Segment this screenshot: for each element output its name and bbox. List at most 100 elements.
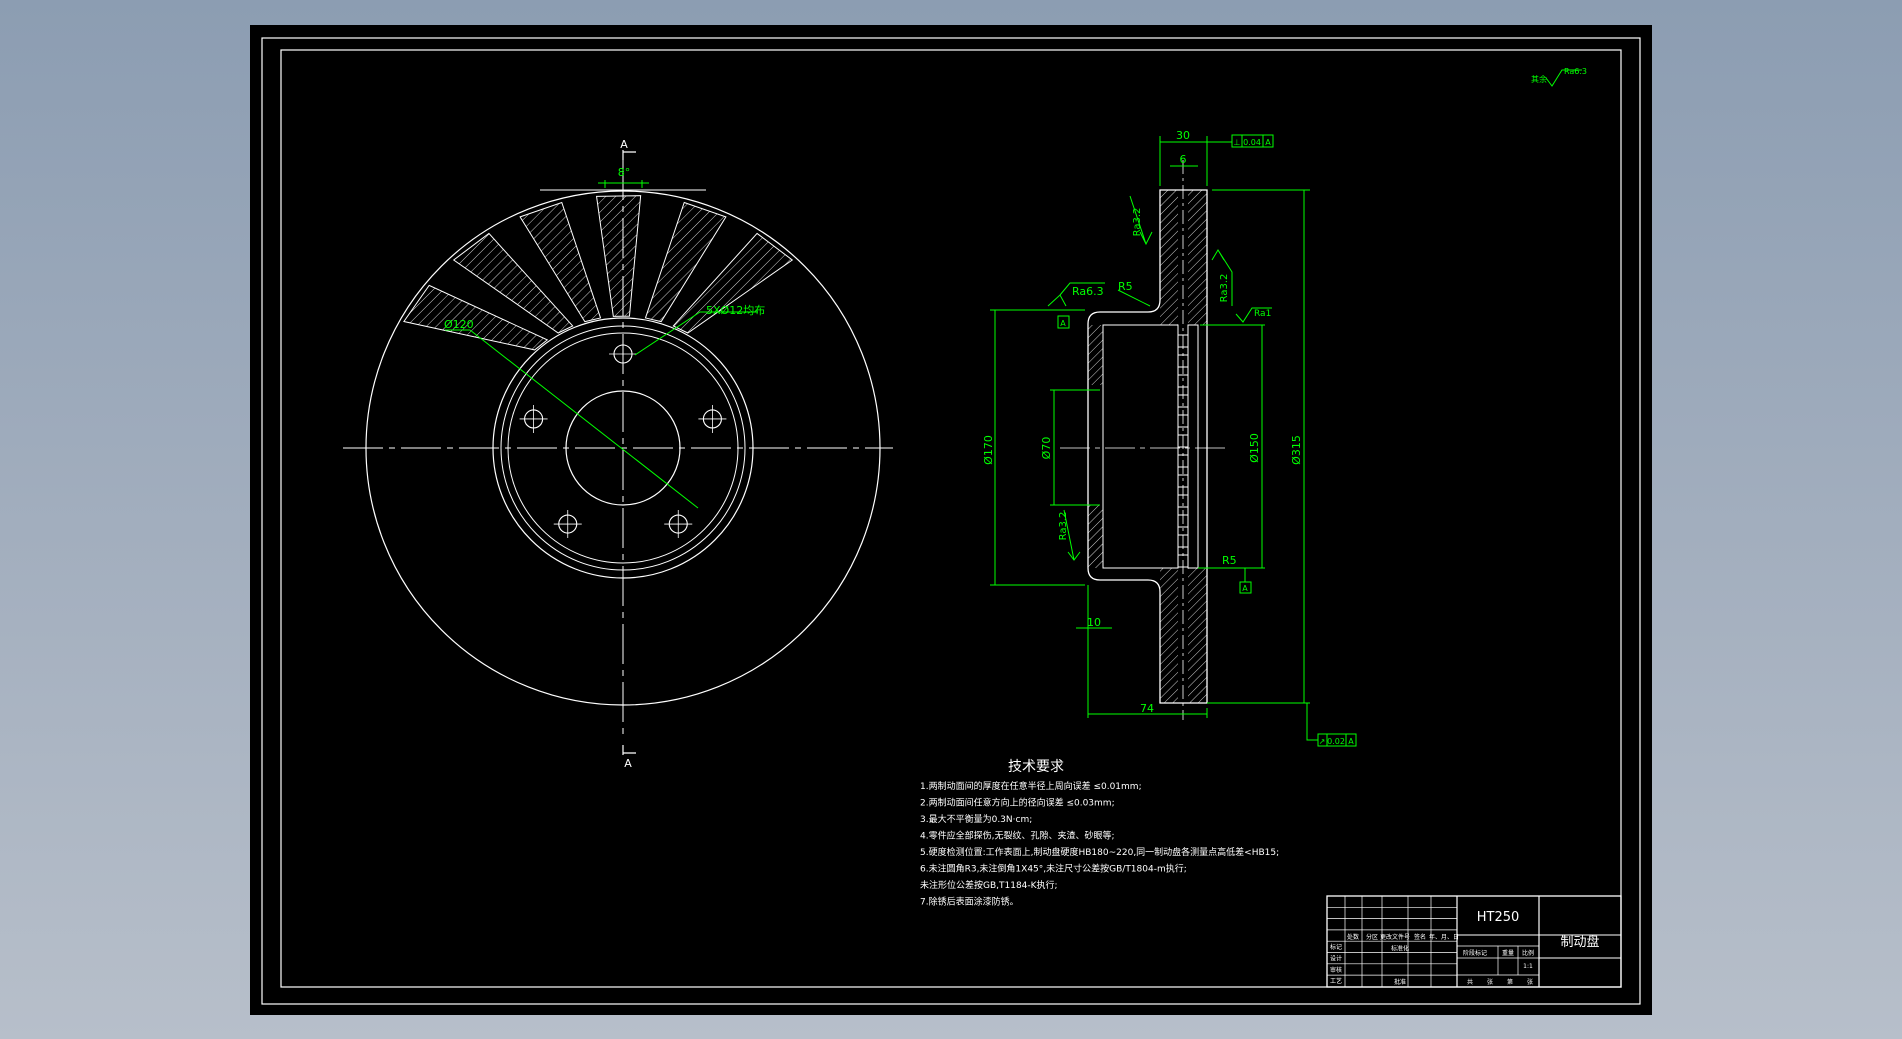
vent-slot [1177,534,1189,548]
svg-text:Ra3.2: Ra3.2 [1219,274,1230,303]
tol-top-symbol: ⊥ [1234,138,1241,147]
tol-top-datum: A [1265,138,1271,147]
r5-bottom: R5 [1222,554,1237,567]
vent-slot [1177,494,1189,508]
tol-top-value: 0.04 [1243,138,1261,147]
tech-item: 未注形位公差按GB,T1184-K执行; [920,879,1058,891]
title-block-col-label: 签名 [1414,933,1426,941]
section-hatch-4 [1088,325,1103,385]
title-block-row-label: 工艺 [1330,977,1342,985]
title-block-sheet-label: 共 [1467,978,1473,986]
material-label: HT250 [1477,910,1520,925]
front-rib-2 [519,201,602,323]
title-block-col-label: 更改文件号 [1380,933,1410,941]
r5-top-leader [1117,289,1151,307]
vent-slot [1177,374,1189,388]
tech-requirements: 技术要求 1.两制动面间的厚度在任意半径上周向误差 ≤0.01mm; 2.两制动面… [920,759,1279,908]
tol-bottom-value: 0.02 [1327,737,1345,746]
title-block-standard: 标准化 [1391,945,1409,953]
title-block-sheet-label: 张 [1487,978,1493,986]
roughness-hat: Ra1 [1235,307,1272,323]
angle-dimension [598,180,649,188]
svg-text:Ra3.2: Ra3.2 [1058,512,1069,541]
dim-6: 6 [1180,153,1187,166]
svg-text:Ra3.2: Ra3.2 [1132,208,1143,237]
title-block-col-label: 年、月、日 [1429,933,1459,941]
svg-text:A: A [1242,584,1248,593]
vent-slot [1177,474,1189,488]
vent-slot [1177,394,1189,408]
vent-slots [1177,334,1189,568]
front-rib-5 [672,232,794,334]
section-hatch-5 [1088,505,1103,568]
front-view: A A 8° Ø120 5XØ12均布 [343,138,893,770]
part-name: 制动盘 [1560,934,1599,950]
drawing-sheet [250,25,1652,1015]
svg-text:Ra6.3: Ra6.3 [1072,285,1104,298]
dia-315: Ø315 [1290,435,1303,465]
roughness-inner-face: Ra3.2 [1211,249,1233,306]
title-block-stage-label: 重量 [1502,949,1514,957]
angle-label: 8° [618,166,631,179]
title-block: HT250 制动盘 处数分区更改文件号签名年、月、日标记设计审核工艺标准化批准阶… [1326,895,1622,988]
section-view: 30 6 ⊥ 0.04 A Ø315 Ø150 Ø170 Ø70 74 10 [982,129,1357,747]
tech-item: 5.硬度检测位置:工作表面上,制动盘硬度HB180~220,同一制动盘各测量点高… [920,846,1279,858]
r5-top: R5 [1118,280,1133,293]
section-label-bottom: A [624,757,632,770]
outer-border [261,37,1641,1005]
title-block-approve: 批准 [1394,978,1406,986]
section-hatch-3 [1188,568,1207,703]
bolt-circle-label: Ø120 [444,318,474,331]
front-rib-0 [403,284,549,351]
title-block-sheet-label: 第 [1507,978,1513,986]
dim-10: 10 [1087,616,1101,629]
dim-70-line [1050,389,1100,506]
title-block-row-label: 标记 [1330,943,1342,951]
dim-74-line [1087,585,1208,718]
tol-frame-top: ⊥ 0.04 A [1207,134,1274,148]
datum-top: A [1057,315,1070,329]
vent-slot [1177,434,1189,448]
section-hatch [1088,190,1207,703]
title-block-sheet-label: 张 [1527,978,1533,986]
section-hatch-2 [1160,568,1178,703]
title-block-row-label: 审核 [1330,966,1342,974]
section-hatch-1 [1188,190,1207,325]
title-block-scale: 1:1 [1523,963,1533,970]
corner-roughness-value: Ra6.3 [1564,67,1587,76]
corner-roughness-prefix: 其余 [1531,74,1547,84]
disc-outline [1087,189,1208,704]
dim-74: 74 [1140,702,1154,715]
front-rib-3 [595,195,642,317]
holes-label: 5XØ12均布 [706,304,765,317]
tech-title: 技术要求 [1008,759,1064,775]
section-mark-bottom [622,745,636,755]
inner-border [280,49,1622,988]
dia-150: Ø150 [1248,433,1261,463]
tech-item: 7.除锈后表面涂漆防锈。 [920,896,1019,908]
title-block-col-label: 处数 [1347,933,1359,941]
roughness-hub: Ra3.2 [1058,509,1081,561]
front-view-hatch [403,189,794,351]
dia-70: Ø70 [1040,437,1053,460]
tech-item: 1.两制动面间的厚度在任意半径上周向误差 ≤0.01mm; [920,780,1142,792]
tech-item: 3.最大不平衡量为0.3N·cm; [920,813,1032,825]
tol-frame-bottom: ↗ 0.02 A [1207,702,1357,747]
vent-slot [1177,514,1189,528]
roughness-outer-top: Ra3.2 [1129,195,1153,246]
front-rib-1 [452,232,574,334]
section-label-top: A [620,138,628,151]
tech-item: 2.两制动面间任意方向上的径向误差 ≤0.03mm; [920,797,1115,809]
section-hatch-0 [1160,190,1178,325]
front-rib-4 [644,201,727,323]
tol-bottom-symbol: ↗ [1319,737,1326,746]
tol-bottom-datum: A [1348,737,1354,746]
title-block-row-label: 设计 [1330,955,1342,963]
svg-text:A: A [1060,319,1066,328]
title-block-stage-label: 比例 [1522,949,1534,957]
tech-item: 4.零件应全部探伤,无裂纹、孔隙、夹渣、砂眼等; [920,830,1114,842]
holes-leader [634,311,758,356]
vent-slot [1177,554,1189,568]
section-mark-top [622,150,636,160]
